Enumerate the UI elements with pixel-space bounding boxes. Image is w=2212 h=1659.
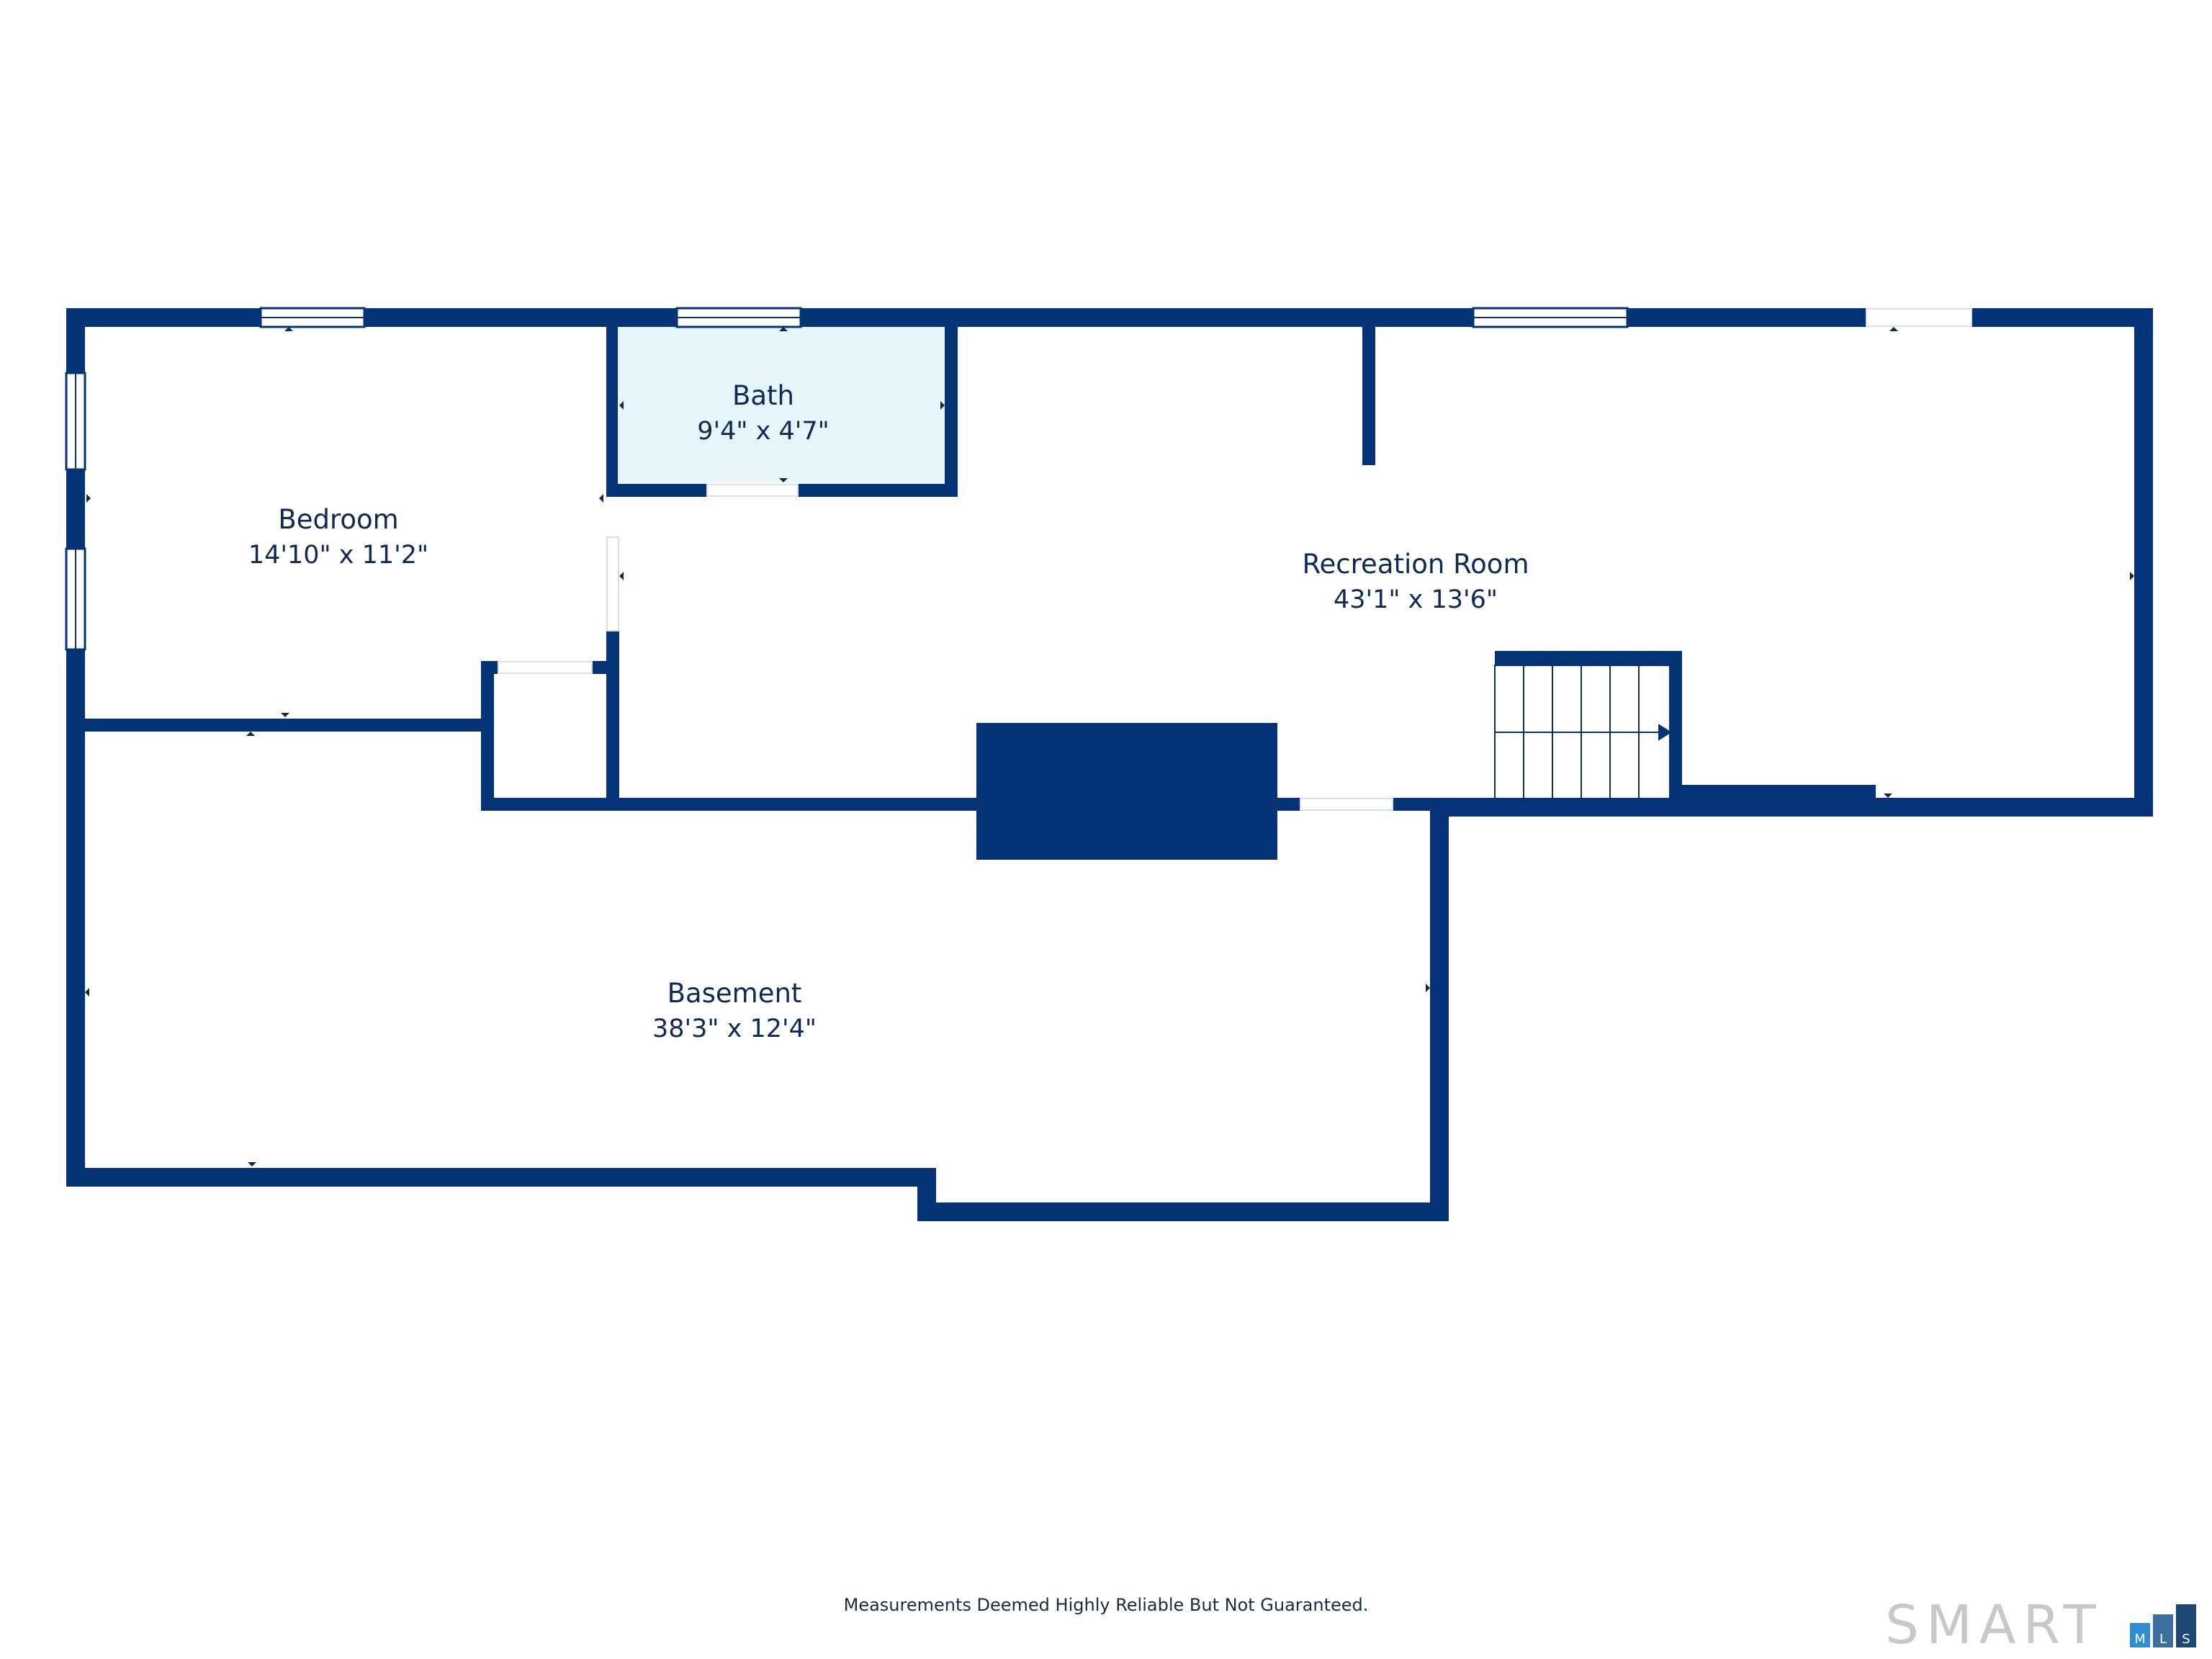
disclaimer-text: Measurements Deemed Highly Reliable But … <box>843 1595 1369 1615</box>
bath-label: Bath <box>732 380 794 411</box>
bath-dimensions: 9'4" x 4'7" <box>697 417 829 446</box>
smart-mls-logo: SMART M L S <box>1885 1600 2196 1649</box>
bedroom-dimensions: 14'10" x 11'2" <box>248 541 428 570</box>
measure-markers <box>85 327 2134 1166</box>
staircase <box>1494 665 1672 800</box>
logo-badge-s <box>2176 1604 2196 1647</box>
logo-badge-m <box>2130 1623 2150 1647</box>
door-openings <box>498 307 1972 812</box>
svg-text:L: L <box>2159 1632 2167 1647</box>
logo-badge-l <box>2153 1614 2173 1647</box>
bedroom-label: Bedroom <box>278 504 398 535</box>
basement-dimensions: 38'3" x 12'4" <box>652 1015 817 1043</box>
room-labels: Bedroom 14'10" x 11'2" Bath 9'4" x 4'7" … <box>248 380 1529 1043</box>
basement-label: Basement <box>667 978 802 1009</box>
walls <box>66 308 2153 1221</box>
svg-text:M: M <box>2134 1632 2146 1647</box>
svg-text:S: S <box>2182 1632 2190 1647</box>
logo-wordmark: SMART <box>1885 1600 2103 1649</box>
windows <box>65 307 1629 651</box>
bath-floor <box>616 325 948 485</box>
recreation-room-dimensions: 43'1" x 13'6" <box>1334 585 1498 614</box>
recreation-room-label: Recreation Room <box>1303 549 1529 580</box>
door-outlines <box>498 308 1972 811</box>
